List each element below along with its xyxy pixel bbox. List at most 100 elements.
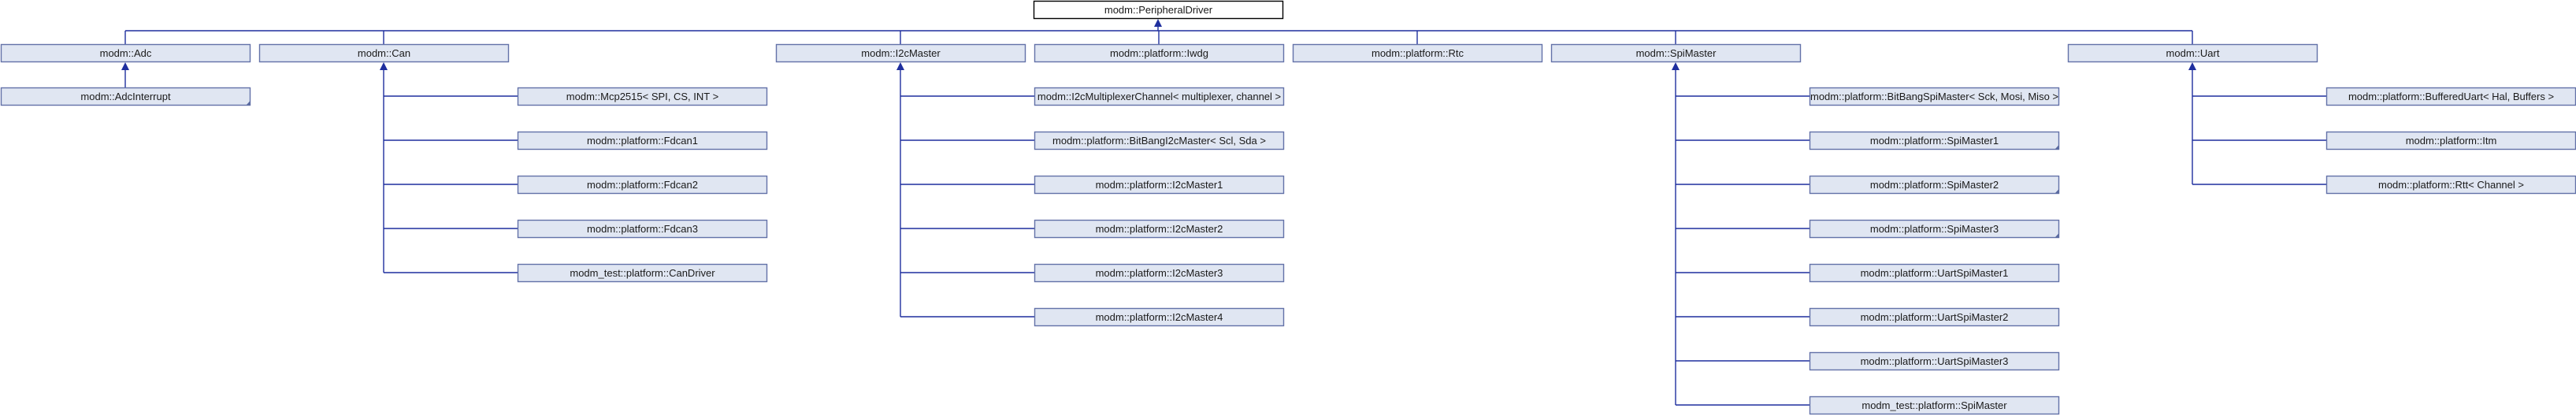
derived-class-modm-test-platform-candriver-box (517, 263, 768, 283)
inheritance-arrow-icon (1672, 62, 1680, 70)
derived-class-modm-platform-i2cmaster4-label: modm::platform::I2cMaster4 (1096, 311, 1223, 323)
derived-class-modm-platform-itm[interactable]: modm::platform::Itm (2325, 131, 2576, 150)
inheritance-arrow-icon (896, 62, 904, 70)
derived-class-modm-platform-spimaster3[interactable]: modm::platform::SpiMaster3 (1809, 219, 2060, 239)
derived-class-modm-platform-i2cmaster2-label: modm::platform::I2cMaster2 (1096, 223, 1223, 235)
derived-class-modm-platform-spimaster1-box (1809, 131, 2060, 150)
derived-class-modm-platform-fdcan2[interactable]: modm::platform::Fdcan2 (517, 175, 768, 195)
derived-class-modm-platform-bitbangi2cmaster-scl-sda-label: modm::platform::BitBangI2cMaster< Scl, S… (1052, 135, 1266, 147)
root-class-peripheral-driver-label: modm::PeripheralDriver (1104, 4, 1213, 16)
derived-class-modm-platform-spimaster1-label: modm::platform::SpiMaster1 (1870, 135, 1999, 147)
derived-class-modm-test-platform-candriver[interactable]: modm_test::platform::CanDriver (517, 263, 768, 283)
derived-class-modm-platform-fdcan3[interactable]: modm::platform::Fdcan3 (517, 219, 768, 239)
derived-class-modm-platform-rtt-channel[interactable]: modm::platform::Rtt< Channel > (2325, 175, 2576, 195)
derived-class-modm-platform-uartspimaster2-box (1809, 307, 2060, 327)
folded-corner-icon (2054, 233, 2059, 238)
derived-class-modm-platform-buffereduart-hal-buffers-label: modm::platform::BufferedUart< Hal, Buffe… (2348, 91, 2554, 102)
derived-class-modm-platform-fdcan2-label: modm::platform::Fdcan2 (587, 179, 698, 191)
derived-class-modm-adcinterrupt-box (0, 87, 251, 106)
derived-class-modm-platform-uartspimaster3-label: modm::platform::UartSpiMaster3 (1861, 355, 2009, 367)
base-class-modm-platform-rtc[interactable]: modm::platform::Rtc (1292, 43, 1543, 63)
base-class-modm-can-box (258, 43, 510, 63)
derived-class-modm-platform-i2cmaster2[interactable]: modm::platform::I2cMaster2 (1034, 219, 1285, 239)
base-class-modm-platform-rtc-label: modm::platform::Rtc (1372, 47, 1464, 59)
inheritance-arrow-icon (121, 62, 129, 70)
derived-class-modm-test-platform-spimaster-label: modm_test::platform::SpiMaster (1861, 399, 2007, 411)
base-class-modm-platform-iwdg-box (1034, 43, 1285, 63)
derived-class-modm-platform-i2cmaster3-box (1034, 263, 1285, 283)
base-class-modm-platform-iwdg-label: modm::platform::Iwdg (1110, 47, 1208, 59)
derived-class-modm-mcp2515-spi-cs-int-box (517, 87, 768, 106)
derived-class-modm-platform-fdcan3-box (517, 219, 768, 239)
derived-class-modm-platform-spimaster3-label: modm::platform::SpiMaster3 (1870, 223, 1999, 235)
base-class-modm-platform-rtc-box (1292, 43, 1543, 63)
derived-class-modm-platform-i2cmaster2-box (1034, 219, 1285, 239)
derived-class-modm-platform-fdcan1[interactable]: modm::platform::Fdcan1 (517, 131, 768, 150)
derived-class-modm-mcp2515-spi-cs-int-label: modm::Mcp2515< SPI, CS, INT > (566, 91, 718, 102)
derived-class-modm-test-platform-spimaster[interactable]: modm_test::platform::SpiMaster (1809, 396, 2060, 415)
derived-class-modm-adcinterrupt[interactable]: modm::AdcInterrupt (0, 87, 251, 106)
base-class-modm-spimaster-box (1550, 43, 1802, 63)
base-class-modm-adc-box (0, 43, 251, 63)
derived-class-modm-platform-uartspimaster1[interactable]: modm::platform::UartSpiMaster1 (1809, 263, 2060, 283)
derived-class-modm-test-platform-candriver-label: modm_test::platform::CanDriver (570, 267, 715, 279)
derived-class-modm-platform-fdcan3-label: modm::platform::Fdcan3 (587, 223, 698, 235)
derived-class-modm-platform-spimaster2[interactable]: modm::platform::SpiMaster2 (1809, 175, 2060, 195)
base-class-modm-i2cmaster-label: modm::I2cMaster (861, 47, 941, 59)
derived-class-modm-platform-uartspimaster2[interactable]: modm::platform::UartSpiMaster2 (1809, 307, 2060, 327)
derived-class-modm-platform-i2cmaster3-label: modm::platform::I2cMaster3 (1096, 267, 1223, 279)
derived-class-modm-test-platform-spimaster-box (1809, 396, 2060, 415)
derived-class-modm-platform-fdcan1-label: modm::platform::Fdcan1 (587, 135, 698, 147)
base-class-modm-adc[interactable]: modm::Adc (0, 43, 251, 63)
base-class-modm-uart[interactable]: modm::Uart (2067, 43, 2318, 63)
derived-class-modm-platform-itm-label: modm::platform::Itm (2406, 135, 2497, 147)
base-class-modm-can[interactable]: modm::Can (258, 43, 510, 63)
derived-class-modm-platform-i2cmaster4-box (1034, 307, 1285, 327)
derived-class-modm-platform-i2cmaster4[interactable]: modm::platform::I2cMaster4 (1034, 307, 1285, 327)
derived-class-modm-platform-uartspimaster3-box (1809, 351, 2060, 371)
derived-class-modm-platform-i2cmaster1-box (1034, 175, 1285, 195)
derived-class-modm-platform-bitbangi2cmaster-scl-sda-box (1034, 131, 1285, 150)
base-class-modm-uart-box (2067, 43, 2318, 63)
base-class-modm-i2cmaster-box (775, 43, 1026, 63)
base-class-modm-spimaster[interactable]: modm::SpiMaster (1550, 43, 1802, 63)
derived-class-modm-platform-rtt-channel-label: modm::platform::Rtt< Channel > (2378, 179, 2524, 191)
derived-class-modm-platform-spimaster3-box (1809, 219, 2060, 239)
derived-class-modm-mcp2515-spi-cs-int[interactable]: modm::Mcp2515< SPI, CS, INT > (517, 87, 768, 106)
root-class-peripheral-driver[interactable]: modm::PeripheralDriver (1033, 0, 1284, 20)
derived-class-modm-platform-buffereduart-hal-buffers[interactable]: modm::platform::BufferedUart< Hal, Buffe… (2325, 87, 2576, 106)
folded-corner-icon (2054, 189, 2059, 194)
folded-corner-icon (246, 101, 251, 106)
derived-class-modm-i2cmultiplexerchannel-multiplexer-channel-label: modm::I2cMultiplexerChannel< multiplexer… (1037, 91, 1281, 102)
base-class-modm-spimaster-label: modm::SpiMaster (1636, 47, 1717, 59)
derived-class-modm-platform-uartspimaster3[interactable]: modm::platform::UartSpiMaster3 (1809, 351, 2060, 371)
derived-class-modm-platform-bitbangi2cmaster-scl-sda[interactable]: modm::platform::BitBangI2cMaster< Scl, S… (1034, 131, 1285, 150)
derived-class-modm-platform-bitbangspimaster-sck-mosi-miso-box (1809, 87, 2060, 106)
base-class-modm-platform-iwdg[interactable]: modm::platform::Iwdg (1034, 43, 1285, 63)
base-class-modm-can-label: modm::Can (358, 47, 410, 59)
derived-class-modm-i2cmultiplexerchannel-multiplexer-channel[interactable]: modm::I2cMultiplexerChannel< multiplexer… (1034, 87, 1285, 106)
derived-class-modm-platform-spimaster2-box (1809, 175, 2060, 195)
derived-class-modm-platform-i2cmaster1-label: modm::platform::I2cMaster1 (1096, 179, 1223, 191)
derived-class-modm-platform-i2cmaster1[interactable]: modm::platform::I2cMaster1 (1034, 175, 1285, 195)
inheritance-arrow-icon (380, 62, 388, 70)
derived-class-modm-platform-uartspimaster1-label: modm::platform::UartSpiMaster1 (1861, 267, 2009, 279)
derived-class-modm-platform-spimaster1[interactable]: modm::platform::SpiMaster1 (1809, 131, 2060, 150)
derived-class-modm-adcinterrupt-label: modm::AdcInterrupt (80, 91, 171, 102)
base-class-modm-i2cmaster[interactable]: modm::I2cMaster (775, 43, 1026, 63)
derived-class-modm-platform-bitbangspimaster-sck-mosi-miso-label: modm::platform::BitBangSpiMaster< Sck, M… (1810, 91, 2058, 102)
derived-class-modm-platform-bitbangspimaster-sck-mosi-miso[interactable]: modm::platform::BitBangSpiMaster< Sck, M… (1809, 87, 2060, 106)
derived-class-modm-platform-uartspimaster2-label: modm::platform::UartSpiMaster2 (1861, 311, 2009, 323)
derived-class-modm-platform-fdcan1-box (517, 131, 768, 150)
folded-corner-icon (2054, 145, 2059, 150)
derived-class-modm-platform-i2cmaster3[interactable]: modm::platform::I2cMaster3 (1034, 263, 1285, 283)
base-class-modm-adc-label: modm::Adc (100, 47, 152, 59)
inheritance-arrow-icon (2188, 62, 2196, 70)
root-class-peripheral-driver-box (1033, 0, 1284, 20)
derived-class-modm-platform-spimaster2-label: modm::platform::SpiMaster2 (1870, 179, 1999, 191)
derived-class-modm-platform-fdcan2-box (517, 175, 768, 195)
derived-class-modm-i2cmultiplexerchannel-multiplexer-channel-box (1034, 87, 1285, 106)
inheritance-arrow-icon (1154, 19, 1162, 27)
derived-class-modm-platform-uartspimaster1-box (1809, 263, 2060, 283)
